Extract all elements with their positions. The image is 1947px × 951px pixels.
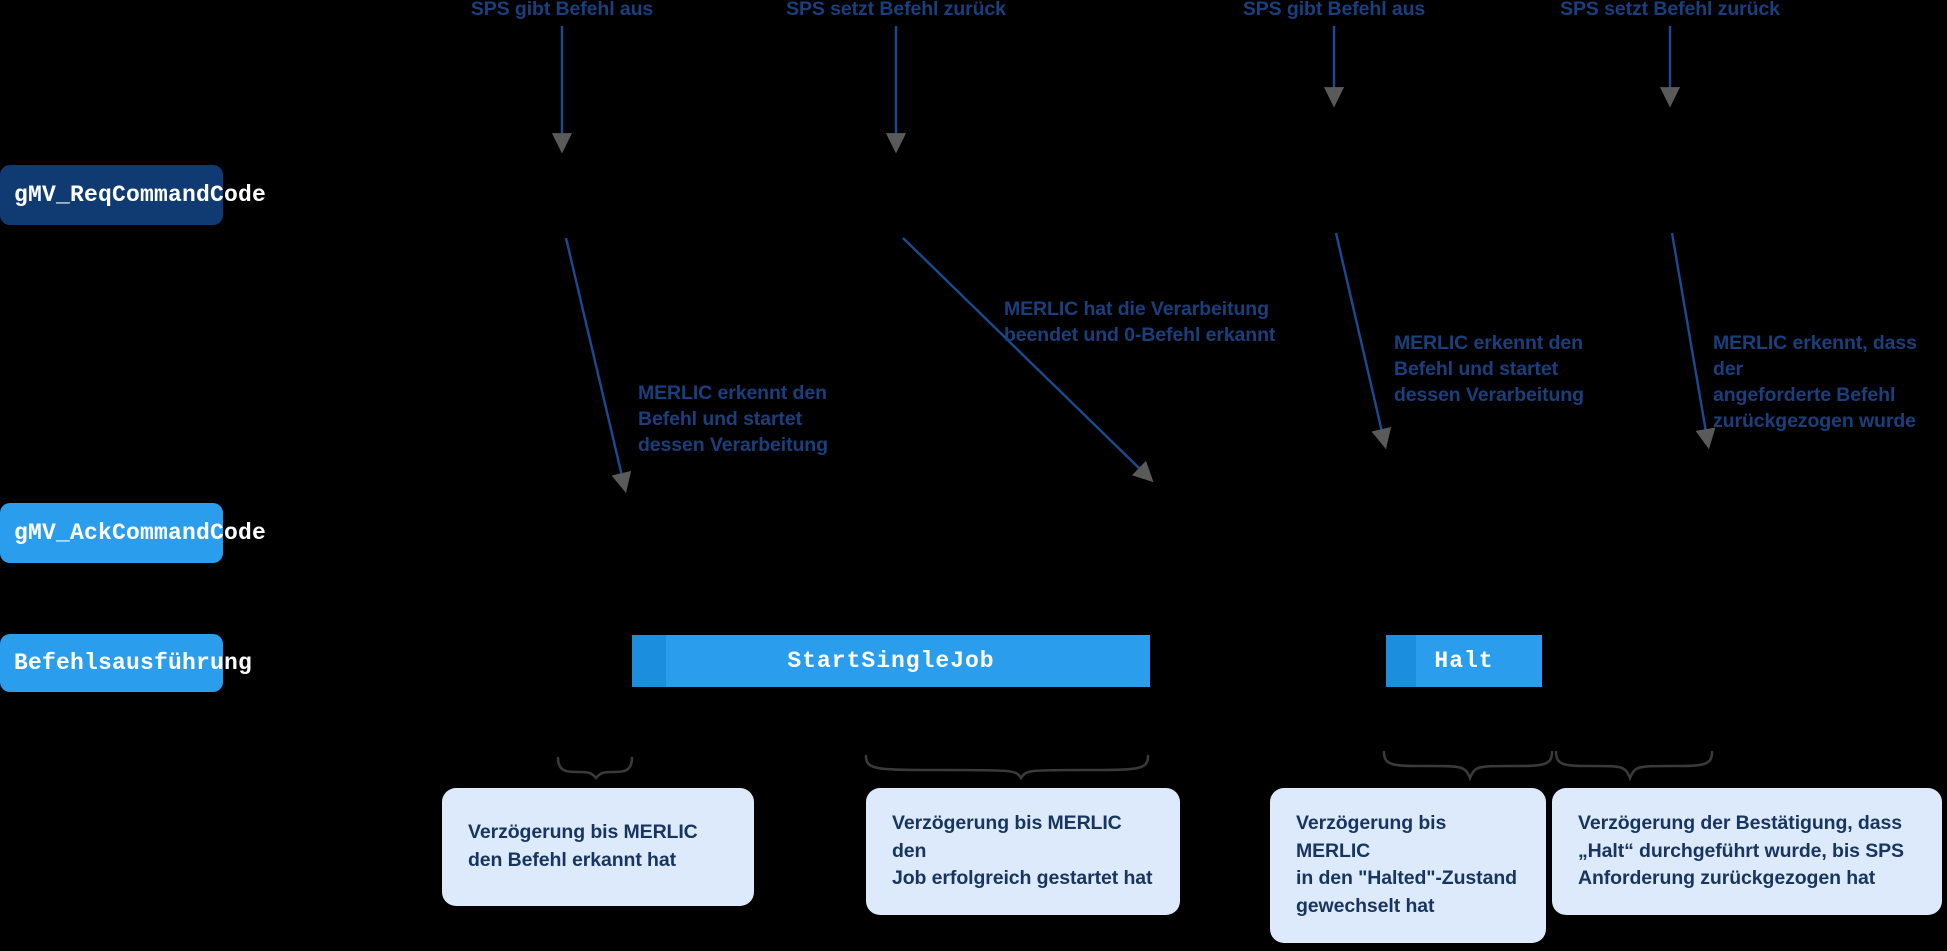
channel-pill-ack: gMV_AckCommandCode: [0, 503, 266, 563]
diagonal-arrow-diag-3: [1334, 232, 1392, 450]
channel-pill-exec: Befehlsausführung: [0, 634, 252, 692]
delay-info-text: Verzögerung bis MERLIC den Befehl erkann…: [468, 821, 698, 871]
delay-info-text: Verzögerung der Bestätigung, dass „Halt“…: [1578, 812, 1904, 890]
command-bar-label: Halt: [1434, 648, 1494, 674]
brace-group: [556, 750, 1714, 782]
command-bar-bar-halt: Halt: [1386, 635, 1542, 687]
event-label-3: SPS gibt Befehl aus: [1242, 0, 1426, 20]
channel-pill-label: gMV_ReqCommandCode: [14, 182, 267, 208]
brace-brace-1: [556, 756, 634, 781]
command-bar-label: StartSingleJob: [787, 648, 995, 674]
brace-brace-4: [1554, 750, 1714, 782]
event-label-1: SPS gibt Befehl aus: [470, 0, 654, 20]
annotation-3: MERLIC erkennt den Befehl und startet de…: [1394, 332, 1584, 406]
diagonal-arrow-diag-1: [564, 237, 632, 494]
command-bar-lead-segment: [632, 635, 666, 687]
channel-pill-label: gMV_AckCommandCode: [14, 520, 267, 546]
delay-info-box-4: Verzögerung der Bestätigung, dass „Halt“…: [1552, 788, 1942, 916]
down-arrow-group: [551, 26, 1681, 154]
delay-info-text: Verzögerung bis MERLIC in den "Halted"-Z…: [1296, 812, 1517, 918]
delay-info-box-3: Verzögerung bis MERLIC in den "Halted"-Z…: [1270, 788, 1546, 943]
delay-info-box-2: Verzögerung bis MERLIC den Job erfolgrei…: [866, 788, 1180, 916]
channel-pill-req: gMV_ReqCommandCode: [0, 165, 266, 225]
annotation-4: MERLIC erkennt, dass der angeforderte Be…: [1713, 332, 1917, 432]
event-label-4: SPS setzt Befehl zurück: [1560, 0, 1780, 20]
delay-info-box-1: Verzögerung bis MERLIC den Befehl erkann…: [442, 788, 754, 906]
command-bar-bar-start: StartSingleJob: [632, 635, 1150, 687]
diagonal-arrow-diag-2: [902, 237, 1154, 483]
brace-brace-3: [1382, 750, 1554, 782]
annotation-2: MERLIC hat die Verarbeitung beendet und …: [1004, 298, 1276, 346]
event-label-2: SPS setzt Befehl zurück: [786, 0, 1006, 20]
command-bar-lead-segment: [1386, 635, 1416, 687]
channel-pill-label: Befehlsausführung: [14, 650, 253, 676]
diagonal-arrow-diag-4: [1670, 232, 1716, 450]
annotation-1: MERLIC erkennt den Befehl und startet de…: [638, 382, 828, 456]
delay-info-text: Verzögerung bis MERLIC den Job erfolgrei…: [892, 812, 1153, 890]
brace-brace-2: [864, 754, 1150, 781]
